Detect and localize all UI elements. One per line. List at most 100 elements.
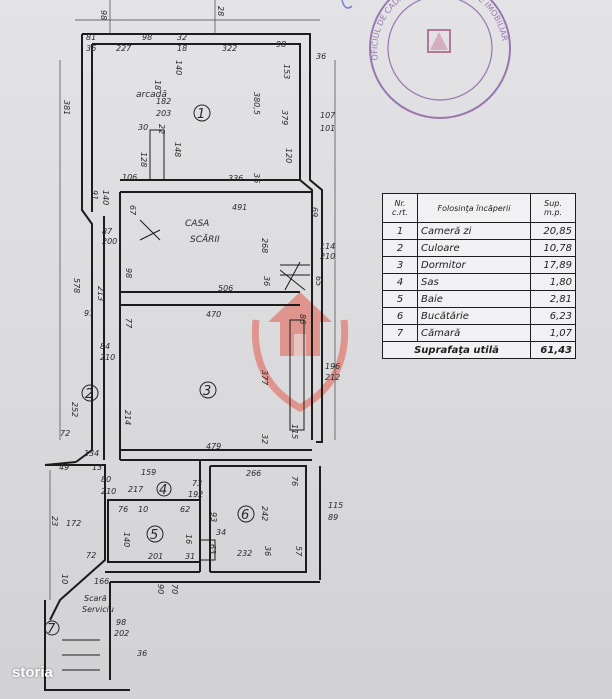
dim-text: 32 bbox=[177, 33, 187, 42]
total-area: 61,43 bbox=[530, 341, 576, 359]
legend-header-use: Folosinţa încăperii bbox=[417, 193, 531, 223]
dim-text: 86 bbox=[298, 314, 307, 324]
dim-text: 115 bbox=[328, 501, 343, 510]
room-number-4: 4 bbox=[159, 483, 167, 498]
dim-text: 172 bbox=[66, 519, 81, 528]
room-number-3: 3 bbox=[203, 384, 211, 399]
dim-text: 28 bbox=[216, 6, 225, 16]
dim-text: 63 bbox=[208, 544, 217, 554]
dim-text: 252 bbox=[70, 402, 79, 417]
row-name: Bucătărie bbox=[417, 307, 531, 325]
dim-text: 10 bbox=[60, 574, 69, 584]
dim-text: 73 bbox=[192, 479, 202, 488]
dim-text: 212 bbox=[325, 373, 340, 382]
dim-text: 322 bbox=[222, 44, 237, 53]
dim-text: 210 bbox=[101, 487, 116, 496]
room-number-1: 1 bbox=[197, 107, 205, 122]
dim-text: 242 bbox=[260, 506, 269, 521]
row-nr: 5 bbox=[382, 290, 418, 308]
dim-text: 80 bbox=[101, 475, 111, 484]
dim-text: 268 bbox=[260, 238, 269, 253]
row-area: 1,07 bbox=[530, 324, 576, 342]
dim-text: 196 bbox=[325, 362, 340, 371]
dimension-numbers: 98 28 81 36 227 98 32 18 322 98 36 18 14… bbox=[50, 6, 343, 658]
row-area: 6,23 bbox=[530, 307, 576, 325]
dim-text: 213 bbox=[96, 286, 105, 301]
dim-text: 98 bbox=[124, 268, 133, 278]
dim-text: 89 bbox=[328, 513, 338, 522]
dim-text: 479 bbox=[206, 442, 221, 451]
row-nr: 6 bbox=[382, 307, 418, 325]
row-area: 17,89 bbox=[530, 256, 576, 274]
dim-text: 203 bbox=[156, 109, 171, 118]
dim-text: 202 bbox=[114, 629, 129, 638]
dim-text: 192 bbox=[188, 490, 203, 499]
dim-text: 87 bbox=[102, 227, 113, 236]
wall-details bbox=[62, 129, 310, 671]
dim-text: 107 bbox=[320, 111, 336, 120]
dim-text: 578 bbox=[72, 278, 81, 293]
dim-text: 214 bbox=[123, 410, 132, 425]
dim-text: 84 bbox=[100, 342, 110, 351]
dim-text: 381 bbox=[62, 100, 71, 115]
dim-text: 30 bbox=[138, 123, 148, 132]
dim-text: 98 bbox=[116, 618, 126, 627]
dim-text: 36 bbox=[86, 44, 96, 53]
row-name: Sas bbox=[417, 273, 531, 291]
dim-text: 93 bbox=[209, 512, 218, 522]
dim-text: 36 bbox=[252, 173, 261, 183]
label-arcada: arcadă bbox=[136, 90, 167, 100]
dim-text: 114 bbox=[320, 242, 335, 251]
dim-text: 72 bbox=[60, 429, 70, 438]
pencil-mark bbox=[341, 0, 353, 9]
dim-text: 134 bbox=[84, 449, 99, 458]
dim-text: 140 bbox=[122, 532, 131, 547]
label-scara: Scară bbox=[84, 594, 107, 603]
dim-text: 70 bbox=[170, 584, 179, 594]
room-number-2: 2 bbox=[85, 387, 93, 402]
dim-text: 18 bbox=[177, 44, 187, 53]
dimension-lines bbox=[49, 0, 336, 600]
row-name: Baie bbox=[417, 290, 531, 308]
room-number-6: 6 bbox=[241, 508, 249, 523]
dim-text: 182 bbox=[156, 97, 171, 106]
dim-text: 62 bbox=[180, 505, 190, 514]
legend-header-nr: Nr. c.rt. bbox=[382, 193, 418, 223]
dim-text: 90 bbox=[156, 584, 165, 594]
row-nr: 7 bbox=[382, 324, 418, 342]
dim-text: 57 bbox=[294, 546, 303, 557]
dim-text: 128 bbox=[139, 152, 148, 167]
row-nr: 4 bbox=[382, 273, 418, 291]
dim-text: 23 bbox=[50, 516, 59, 526]
row-nr: 1 bbox=[382, 222, 418, 240]
dim-text: 36 bbox=[263, 546, 272, 556]
dim-text: 36 bbox=[262, 276, 271, 286]
room-numbers: 1 2 3 4 5 6 7 bbox=[44, 104, 255, 637]
rooms-legend-table: Nr. c.rt. Folosinţa încăperii Sup. m.p. … bbox=[382, 193, 576, 359]
dim-text: 49 bbox=[59, 463, 69, 472]
dim-text: 36 bbox=[137, 649, 147, 658]
dim-text: 232 bbox=[237, 549, 252, 558]
row-area: 2,81 bbox=[530, 290, 576, 308]
dim-text: 491 bbox=[232, 203, 247, 212]
dim-text: 36 bbox=[316, 52, 326, 61]
dim-text: 470 bbox=[206, 310, 221, 319]
walls bbox=[44, 33, 323, 691]
dim-text: 76 bbox=[290, 476, 299, 486]
dim-text: 377 bbox=[260, 370, 269, 386]
dim-text: 140 bbox=[101, 190, 110, 205]
dim-text: 506 bbox=[218, 284, 233, 293]
dim-text: 67 bbox=[128, 205, 137, 216]
dim-text: 91 bbox=[84, 309, 94, 318]
house-hands-logo bbox=[251, 292, 349, 413]
dim-text: 76 bbox=[118, 505, 128, 514]
dim-text: 210 bbox=[100, 353, 115, 362]
dim-text: 72 bbox=[86, 551, 96, 560]
total-label: Suprafaţa utilă bbox=[382, 341, 531, 359]
dim-text: 22 bbox=[157, 124, 166, 134]
row-name: Dormitor bbox=[417, 256, 531, 274]
